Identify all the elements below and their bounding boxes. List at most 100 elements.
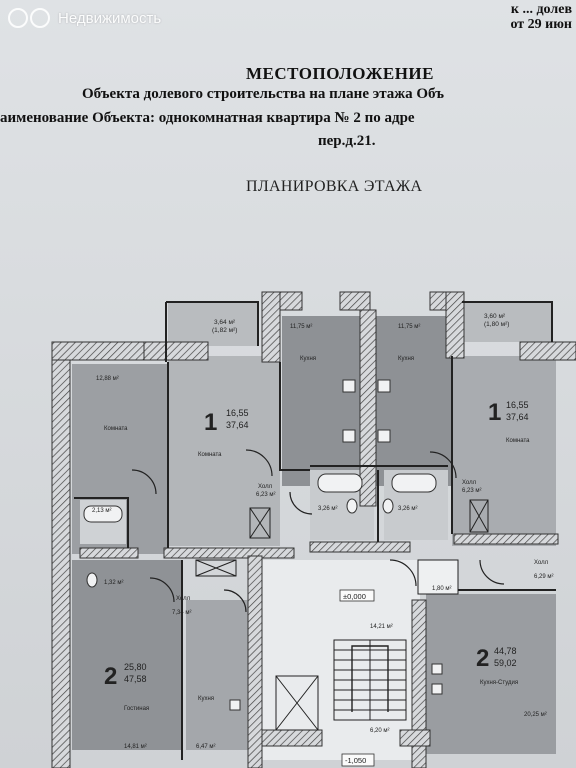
- room-center-fill: [168, 356, 280, 546]
- balcony-right-area: 3,60 м²: [484, 313, 506, 320]
- door-hall-right: [429, 451, 457, 479]
- apt-1-right-total: 37,64: [506, 412, 529, 422]
- hall-center-area: 6,23 м²: [256, 492, 275, 498]
- wall-v-2: [445, 291, 465, 359]
- apt-2-right-living: 44,78: [494, 646, 517, 656]
- door-lower-right: [479, 559, 505, 585]
- toilet-left-icon: [86, 572, 98, 588]
- kitchen-lower-left-name: Кухня: [198, 696, 214, 702]
- wall-h-bath-left: [79, 547, 139, 559]
- level-mark: ±0,000: [343, 592, 366, 601]
- stove-right-icon: [377, 379, 391, 393]
- door-bath-c1: [289, 491, 313, 515]
- guest-room-name: Гостиная: [124, 706, 149, 712]
- balcony-right-fill: [462, 302, 552, 342]
- wall-h-mid-left: [163, 547, 295, 559]
- outer-wall-left: [51, 341, 71, 768]
- kitchen-left-name: Кухня: [300, 356, 316, 362]
- wardrobe-right: [469, 499, 489, 533]
- apt-1-right-number: 1: [488, 399, 501, 426]
- door-left-room: [131, 469, 157, 495]
- kitchen-right-fill: [374, 316, 452, 486]
- kitchen-left-fill: [282, 316, 360, 486]
- hall-center-name: Холл: [258, 484, 273, 490]
- apt-1-left-living: 16,55: [226, 408, 249, 418]
- guest-room-fill: [72, 560, 182, 750]
- hall-right-area: 6,23 м²: [462, 488, 481, 494]
- level-mark-bottom-box: [341, 753, 375, 767]
- stair-wall-bottom: [261, 729, 323, 747]
- apt-1-left-total: 37,64: [226, 420, 249, 430]
- bath-c2-area: 3,26 м²: [398, 506, 417, 512]
- balcony-right-rail: [462, 301, 553, 342]
- stair-hall-area: 14,21 м²: [370, 624, 393, 630]
- balcony-left-fill: [168, 302, 258, 346]
- wall-v-1: [261, 291, 281, 363]
- outer-wall-top-left: [51, 341, 145, 361]
- level-mark-bottom: -1,050: [345, 756, 366, 765]
- partition-center: [279, 362, 310, 471]
- page-title: МЕСТОПОЛОЖЕНИЕ: [246, 64, 434, 83]
- balcony-left-area: 3,64 м²: [214, 319, 236, 326]
- hall-right-name: Холл: [462, 480, 477, 486]
- bath-c1-area: 3,26 м²: [318, 506, 337, 512]
- header-date-line2: от 29 июн: [510, 17, 572, 32]
- door-lower-left: [149, 577, 175, 603]
- outer-wall-top-mid2: [339, 291, 371, 311]
- header-date-line1: к ... долев: [510, 2, 572, 17]
- doc-line-1: Объекта долевого строительства на плане …: [82, 86, 444, 102]
- wardrobe-center: [249, 507, 271, 539]
- apt-2-left-living: 25,80: [124, 662, 147, 672]
- apt-2-left-number: 2: [104, 663, 117, 690]
- stair-wall-bottom2: [399, 729, 431, 747]
- kitchen-studio-area: 20,25 м²: [524, 712, 547, 718]
- lift-area: 6,20 м²: [370, 728, 389, 734]
- plan-subtitle: ПЛАНИРОВКА ЭТАЖА: [246, 178, 423, 195]
- toilet-c2-icon: [382, 498, 394, 514]
- room-center-name: Комната: [198, 452, 222, 458]
- stair-wall-right: [411, 599, 427, 768]
- doc-line-2: аименование Объекта: однокомнатная кварт…: [0, 110, 415, 126]
- balcony-left-sub: (1,82 м²): [212, 327, 237, 334]
- small-vestibule: [417, 559, 459, 595]
- bathtub-left-icon: [83, 505, 123, 523]
- wc-left-area: 1,32 м²: [104, 580, 123, 586]
- sink-studio-icon: [431, 683, 443, 695]
- kitchen-right-name: Кухня: [398, 356, 414, 362]
- bath-left-walls: [74, 497, 129, 548]
- apt-1-right-living: 16,55: [506, 400, 529, 410]
- doc-line-3: пер.д.21.: [318, 133, 376, 149]
- balcony-left-rail: [166, 301, 259, 346]
- toilet-c1-icon: [346, 498, 358, 514]
- door-hall-center: [245, 449, 273, 477]
- outer-wall-top-right: [519, 341, 576, 361]
- kitchen-lower-left-area: 6,47 м²: [196, 744, 215, 750]
- bath-left-area: 2,13 м²: [92, 508, 111, 514]
- stove-studio-icon: [431, 663, 443, 675]
- stove-lower-left-icon: [229, 699, 241, 711]
- door-stair-right: [389, 559, 417, 587]
- room-right-fill: [452, 356, 556, 546]
- hall-lower-right-area: 6,29 м²: [534, 574, 553, 580]
- stove-left-icon: [342, 379, 356, 393]
- watermark-text: Недвижимость: [58, 9, 162, 27]
- room-left-area: 12,88 м²: [96, 376, 119, 382]
- guest-room-area: 14,81 м²: [124, 744, 147, 750]
- watermark: Недвижимость: [8, 8, 161, 28]
- outer-wall-top-left2: [143, 341, 209, 361]
- vestibule-area: 1,80 м²: [432, 586, 451, 592]
- kitchen-right-area: 11,75 м²: [398, 324, 420, 330]
- wardrobe-lower-left: [195, 559, 237, 577]
- lift-shaft: [275, 675, 319, 731]
- wall-h-mid-right: [453, 533, 559, 545]
- kitchen-lower-left-fill: [186, 600, 250, 750]
- sink-right-icon: [377, 429, 391, 443]
- apt-1-left-number: 1: [204, 409, 217, 436]
- room-left-name: Комната: [104, 426, 128, 432]
- wall-v-center: [359, 309, 377, 507]
- kitchen-studio-fill: [426, 594, 556, 754]
- bathtub-c1-icon: [317, 473, 363, 493]
- door-lower-left2: [223, 589, 247, 613]
- hall-lower-left-area: 7,34 м²: [172, 610, 191, 616]
